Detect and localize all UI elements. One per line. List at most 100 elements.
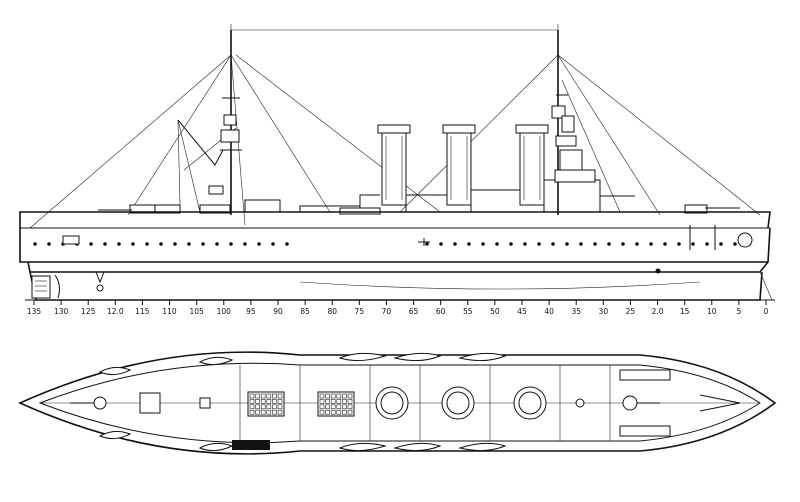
scale-tick-label: 115 <box>135 307 150 316</box>
deck-fittings <box>70 365 741 450</box>
porthole <box>425 242 429 246</box>
scale-tick-label: 105 <box>190 307 205 316</box>
scale-tick-label: 35 <box>571 307 581 316</box>
porthole <box>635 242 639 246</box>
grating-cell <box>272 404 277 410</box>
porthole <box>173 242 177 246</box>
scale-tick-label: 85 <box>300 307 310 316</box>
grating-cell <box>342 399 347 404</box>
funnels <box>377 124 549 206</box>
hull-details <box>31 225 753 299</box>
porthole <box>537 242 541 246</box>
porthole <box>271 242 275 246</box>
grating-cell <box>319 393 325 399</box>
deck-funnels <box>375 386 547 420</box>
porthole <box>215 242 219 246</box>
grating-cell <box>325 409 330 415</box>
porthole <box>439 242 443 246</box>
scale-tick-label: 30 <box>599 307 609 316</box>
porthole <box>579 242 583 246</box>
grating-cell <box>255 393 260 399</box>
porthole <box>593 242 597 246</box>
grating-cell <box>325 393 330 399</box>
grating-cell <box>255 399 260 404</box>
grating-cell <box>272 393 277 399</box>
grating-cell <box>347 393 353 399</box>
grating-cell <box>330 399 336 404</box>
grating-cell <box>330 409 336 415</box>
scale-tick-label: 90 <box>273 307 283 316</box>
scale-tick-label: 45 <box>517 307 527 316</box>
grating-cell <box>255 404 260 410</box>
scale-tick-label: 5 <box>736 307 741 316</box>
grating-cell <box>330 404 336 410</box>
scale-tick-label: 0 <box>764 307 769 316</box>
grating-cell <box>319 404 325 410</box>
scale-tick-label: 130 <box>54 307 69 316</box>
grating-cell <box>330 393 336 399</box>
porthole <box>733 242 737 246</box>
grating-cell <box>266 404 272 410</box>
porthole <box>145 242 149 246</box>
fore-mast <box>551 30 577 215</box>
grating-cell <box>266 409 272 415</box>
porthole <box>229 242 233 246</box>
scale-tick-label: 40 <box>544 307 554 316</box>
scale-tick-label: 70 <box>382 307 392 316</box>
porthole <box>131 242 135 246</box>
porthole <box>159 242 163 246</box>
deck-plan-view <box>18 351 777 455</box>
porthole <box>103 242 107 246</box>
porthole <box>565 242 569 246</box>
porthole <box>523 242 527 246</box>
portholes <box>33 242 751 246</box>
grating-cell <box>260 404 266 410</box>
side-profile-view: 13513012512.0115110105100959085807570656… <box>19 24 775 316</box>
grating-cell <box>266 393 272 399</box>
grating-cell <box>260 393 266 399</box>
porthole <box>243 242 247 246</box>
porthole <box>495 242 499 246</box>
porthole <box>607 242 611 246</box>
scale-tick-label: 75 <box>355 307 365 316</box>
grating-cell <box>325 399 330 404</box>
scale-tick-label: 80 <box>327 307 337 316</box>
grating-cell <box>347 404 353 410</box>
grating-cell <box>272 399 277 404</box>
grating-cell <box>319 409 325 415</box>
grating-cell <box>325 404 330 410</box>
scale-tick-label: 55 <box>463 307 473 316</box>
porthole <box>551 242 555 246</box>
grating-cell <box>277 393 283 399</box>
porthole <box>621 242 625 246</box>
grating-cell <box>347 409 353 415</box>
porthole <box>691 242 695 246</box>
superstructure <box>98 149 740 215</box>
deck-boats <box>98 352 507 452</box>
scale-tick-label: 65 <box>409 307 419 316</box>
grating-cell <box>336 393 342 399</box>
grating-cell <box>249 404 255 410</box>
porthole <box>481 242 485 246</box>
grating-cell <box>347 399 353 404</box>
grating-cell <box>249 393 255 399</box>
grating-cell <box>277 409 283 415</box>
scale-tick-label: 135 <box>27 307 42 316</box>
porthole <box>705 242 709 246</box>
stern-boom <box>177 119 224 206</box>
grating-cell <box>342 404 347 410</box>
grating-cell <box>255 409 260 415</box>
porthole <box>719 242 723 246</box>
grating-cell <box>266 399 272 404</box>
scale-tick-label: 15 <box>680 307 690 316</box>
porthole <box>33 242 37 246</box>
grating-cell <box>319 399 325 404</box>
porthole <box>467 242 471 246</box>
porthole <box>201 242 205 246</box>
scale-tick-label: 10 <box>707 307 717 316</box>
grating-cell <box>342 393 347 399</box>
deck-gratings <box>247 391 355 417</box>
